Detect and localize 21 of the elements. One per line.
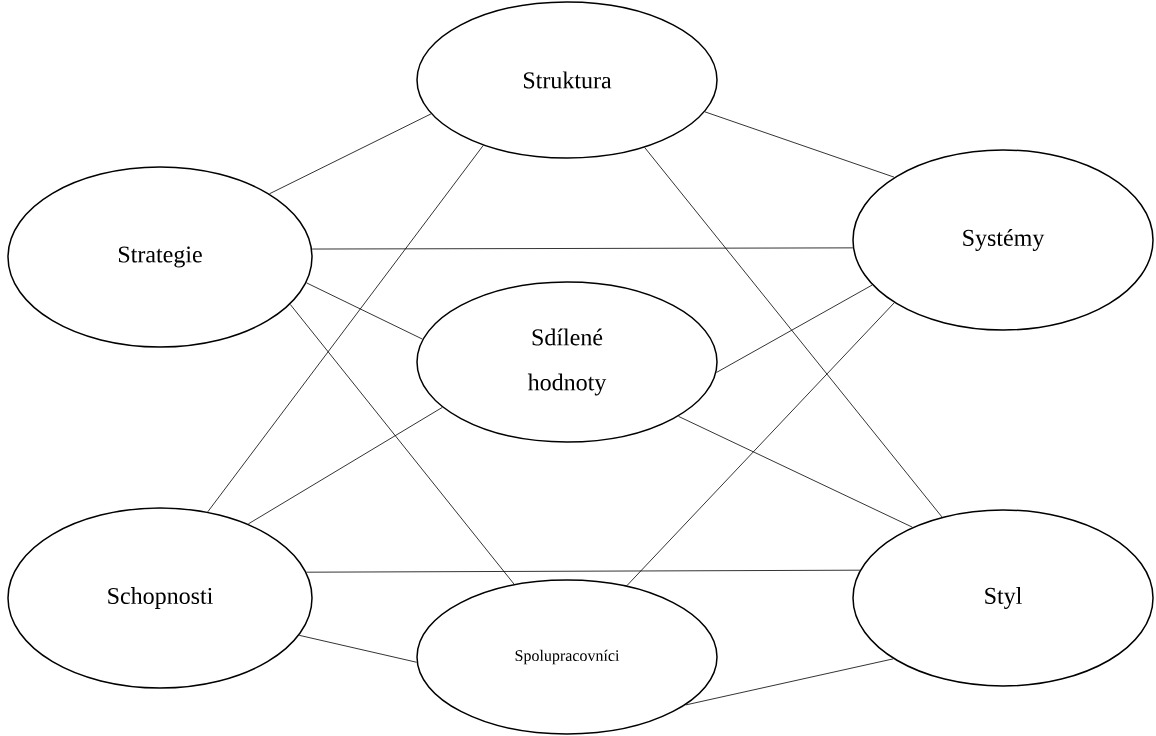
- connector-line: [269, 113, 432, 195]
- ellipse-node: Styl: [852, 509, 1154, 687]
- ellipse-node: Sdílené hodnoty: [416, 281, 718, 443]
- connector-line: [644, 147, 943, 518]
- ellipse-node: Systémy: [852, 149, 1154, 331]
- connector-line: [298, 634, 417, 663]
- ellipse-node: Struktura: [416, 1, 718, 159]
- ellipse-node: Schopnosti: [7, 507, 313, 689]
- connector-line: [289, 304, 515, 585]
- connector-line: [247, 407, 443, 525]
- connector-line: [311, 247, 854, 250]
- connector-line: [626, 302, 895, 587]
- ellipse-node: Strategie: [7, 166, 313, 348]
- connector-line: [685, 658, 894, 706]
- connector-line: [306, 569, 861, 573]
- connector-line: [678, 415, 913, 528]
- connector-line: [716, 284, 873, 373]
- connector-line: [207, 145, 484, 513]
- connector-line: [704, 111, 895, 178]
- ellipse-node: Spolupracovníci: [416, 579, 718, 735]
- connector-line: [306, 282, 423, 340]
